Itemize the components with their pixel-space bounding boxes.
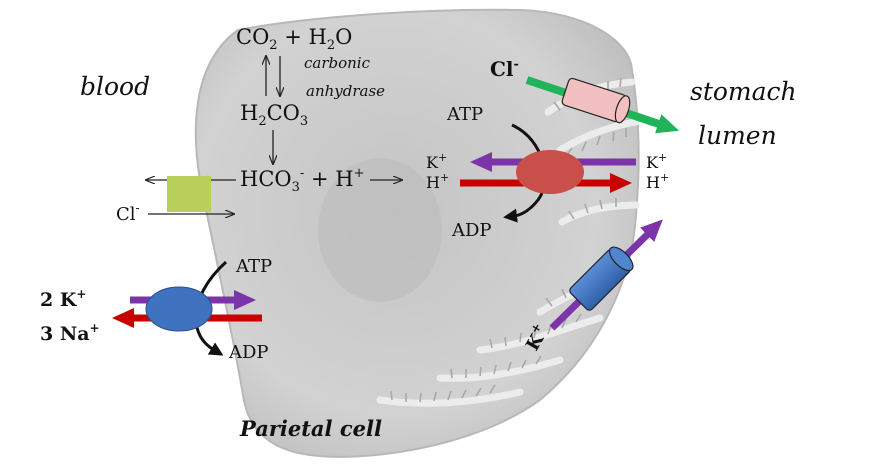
anhydrase-label: anhydrase — [306, 82, 385, 100]
h-in-label: H+ — [426, 171, 449, 192]
atp-consumption-arrow — [503, 123, 547, 223]
parietal-cell-label: Parietal cell — [239, 416, 382, 441]
k-out-label: K+ — [646, 151, 667, 172]
carbonic-label: carbonic — [304, 54, 371, 72]
adp-pump-label: ADP — [451, 220, 492, 241]
k-in-label: K+ — [426, 151, 447, 172]
h2co3: H2CO3 — [240, 101, 308, 129]
proton-pump — [516, 150, 584, 194]
adp-nak-label: ADP — [228, 342, 269, 363]
co2-h2o-equation: CO2 + H2O — [236, 25, 352, 53]
nucleus — [318, 158, 442, 302]
two-k-label: 2 K+ — [40, 287, 86, 311]
potassium-channel — [569, 246, 634, 311]
chloride-bicarbonate-exchanger — [167, 176, 211, 212]
cl-blood-label: Cl- — [116, 201, 140, 225]
lumen-label: lumen — [698, 121, 777, 150]
atp-pump-label: ATP — [446, 104, 483, 125]
h-out-label: H+ — [646, 171, 669, 192]
atp-nak-label: ATP — [235, 256, 272, 277]
hco3-h-equation: HCO3- + H+ — [240, 166, 364, 195]
blood-label: blood — [80, 72, 150, 101]
sodium-potassium-pump — [145, 286, 213, 332]
three-na-label: 3 Na+ — [40, 321, 100, 345]
chloride-channel — [561, 77, 631, 124]
stomach-label: stomach — [690, 77, 797, 106]
cl-lumen-label: Cl- — [490, 57, 519, 81]
